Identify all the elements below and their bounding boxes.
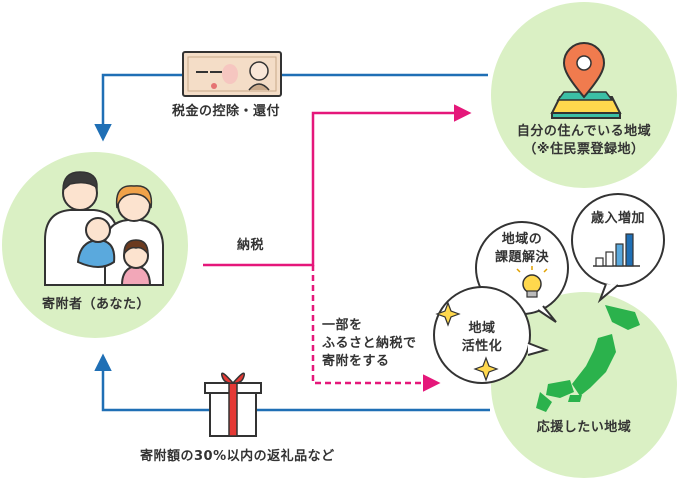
revitalize-bubble-line2: 活性化 <box>461 339 503 354</box>
partial-furusato-label: 一部を ふるさと納税で 寄附をする <box>322 317 417 371</box>
banknote-icon <box>182 51 282 97</box>
japan-map-icon <box>536 305 640 412</box>
revitalize-bubble-line1: 地域 <box>468 321 496 336</box>
partial-furusato-line2: ふるさと納税で <box>322 336 417 351</box>
gift-box-icon <box>204 372 262 437</box>
partial-furusato-line1: 一部を <box>322 318 363 333</box>
issues-bubble-line1: 地域の <box>501 232 543 247</box>
tax-refund-arrow <box>94 73 488 142</box>
revenue-bubble <box>571 193 665 304</box>
furusato-donation-arrow <box>311 265 441 392</box>
revitalize-bubble <box>433 286 550 384</box>
revitalize-bubble-text: 地域 活性化 <box>442 320 522 356</box>
home-region-label-line1: 自分の住んでいる地域 <box>516 124 652 139</box>
tax-payment-label: 納税 <box>237 238 265 253</box>
home-region-label-line2: （※住民票登録地） <box>523 142 645 157</box>
sparkle-icon <box>435 301 499 382</box>
revenue-bubble-text: 歳入増加 <box>590 211 645 226</box>
bar-chart-icon <box>593 233 640 267</box>
donor-label: 寄附者（あなた） <box>41 297 150 312</box>
tax-refund-label: 税金の控除・還付 <box>172 104 281 119</box>
support-region-label: 応援したい地域 <box>536 420 632 435</box>
gift-return-arrow <box>94 353 490 412</box>
partial-furusato-line3: 寄附をする <box>322 354 390 369</box>
map-pin-icon <box>550 42 622 119</box>
tax-payment-arrow <box>203 104 472 267</box>
family-illustration <box>44 171 164 286</box>
issues-bubble-text: 地域の 課題解決 <box>482 231 562 267</box>
gift-return-label: 寄附額の30%以内の返礼品など <box>140 449 335 464</box>
issues-bubble-line2: 課題解決 <box>494 250 549 265</box>
home-region-label: 自分の住んでいる地域 （※住民票登録地） <box>504 123 664 159</box>
lightbulb-icon <box>516 266 548 298</box>
